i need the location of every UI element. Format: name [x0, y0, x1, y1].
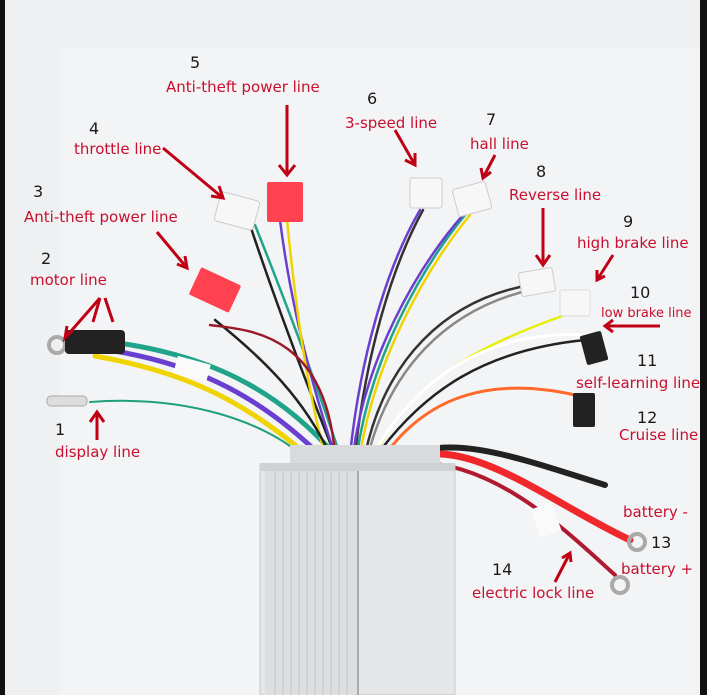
- callout-14-number: 14: [492, 560, 513, 579]
- callout-10-label: low brake line: [601, 306, 692, 321]
- self-learning-connector: [579, 331, 609, 365]
- callout-11-label: self-learning line: [576, 374, 700, 392]
- anti-theft-connector-3: [189, 267, 241, 313]
- arrow-throttle: [162, 146, 226, 200]
- 3-speed-connector: [409, 177, 443, 209]
- callout-5-number: 5: [190, 53, 201, 72]
- callout-9-label: high brake line: [577, 234, 689, 252]
- callout-13-number: 13: [651, 533, 672, 552]
- reverse-connector: [517, 267, 557, 297]
- arrow-electric-lock: [553, 550, 573, 583]
- connectors: [46, 177, 647, 595]
- arrow-high-brake: [595, 254, 615, 283]
- battery-negative-label: battery -: [623, 503, 688, 521]
- throttle-connector: [213, 191, 261, 231]
- arrow-hall: [479, 154, 497, 181]
- hall-connector: [451, 181, 493, 217]
- callout-arrows: [62, 105, 660, 583]
- callout-5-label: Anti-theft power line: [166, 78, 320, 96]
- callout-1-label: display line: [55, 443, 141, 461]
- wiring-photo-area: 1 display line 2 motor line 3 Anti-theft…: [5, 0, 700, 695]
- arrow-reverse: [534, 208, 552, 268]
- arrow-motor: [62, 297, 115, 343]
- arrow-low-brake: [602, 318, 660, 334]
- callout-7-label: hall line: [470, 135, 529, 153]
- callout-4-number: 4: [89, 119, 100, 138]
- brake-connector: [559, 289, 591, 317]
- arrow-anti-theft-3: [155, 231, 189, 271]
- callout-3-number: 3: [33, 182, 44, 201]
- callout-11-number: 11: [637, 351, 658, 370]
- controller-illustration: [5, 0, 700, 695]
- callout-2-label: motor line: [30, 271, 107, 289]
- callout-6-number: 6: [367, 89, 378, 108]
- battery-positive-label: battery +: [621, 560, 694, 578]
- arrow-display: [88, 409, 106, 440]
- cruise-connector: [573, 393, 595, 427]
- callout-9-number: 9: [623, 212, 634, 231]
- callout-8-number: 8: [536, 162, 547, 181]
- lock-wire-tag: [530, 502, 562, 538]
- callout-2-number: 2: [41, 249, 52, 268]
- display-terminal: [46, 395, 88, 407]
- motor-wire-green: [92, 337, 338, 458]
- motor-wire-tag: [173, 355, 211, 383]
- controller-housing: [259, 445, 456, 695]
- callout-10-number: 10: [630, 283, 651, 302]
- anti-theft-connector-5: [267, 182, 303, 222]
- callout-7-number: 7: [486, 110, 497, 129]
- callout-12-number: 12: [637, 408, 658, 427]
- motor-wire-yellow: [92, 353, 318, 465]
- motor-heatshrink: [65, 330, 125, 354]
- callout-8-label: Reverse line: [509, 186, 602, 204]
- arrow-anti-theft-5: [277, 105, 297, 178]
- callout-6-label: 3-speed line: [345, 114, 438, 132]
- arrow-3-speed: [393, 129, 417, 168]
- motor-wire-purple: [92, 345, 328, 463]
- callout-12-label: Cruise line: [619, 426, 699, 444]
- callout-3-label: Anti-theft power line: [24, 208, 178, 226]
- callout-14-label: electric lock line: [472, 584, 595, 602]
- battery-ring-terminal: [627, 532, 647, 552]
- callout-4-label: throttle line: [74, 140, 162, 158]
- callout-1-number: 1: [55, 420, 66, 439]
- lock-ring-terminal: [610, 575, 630, 595]
